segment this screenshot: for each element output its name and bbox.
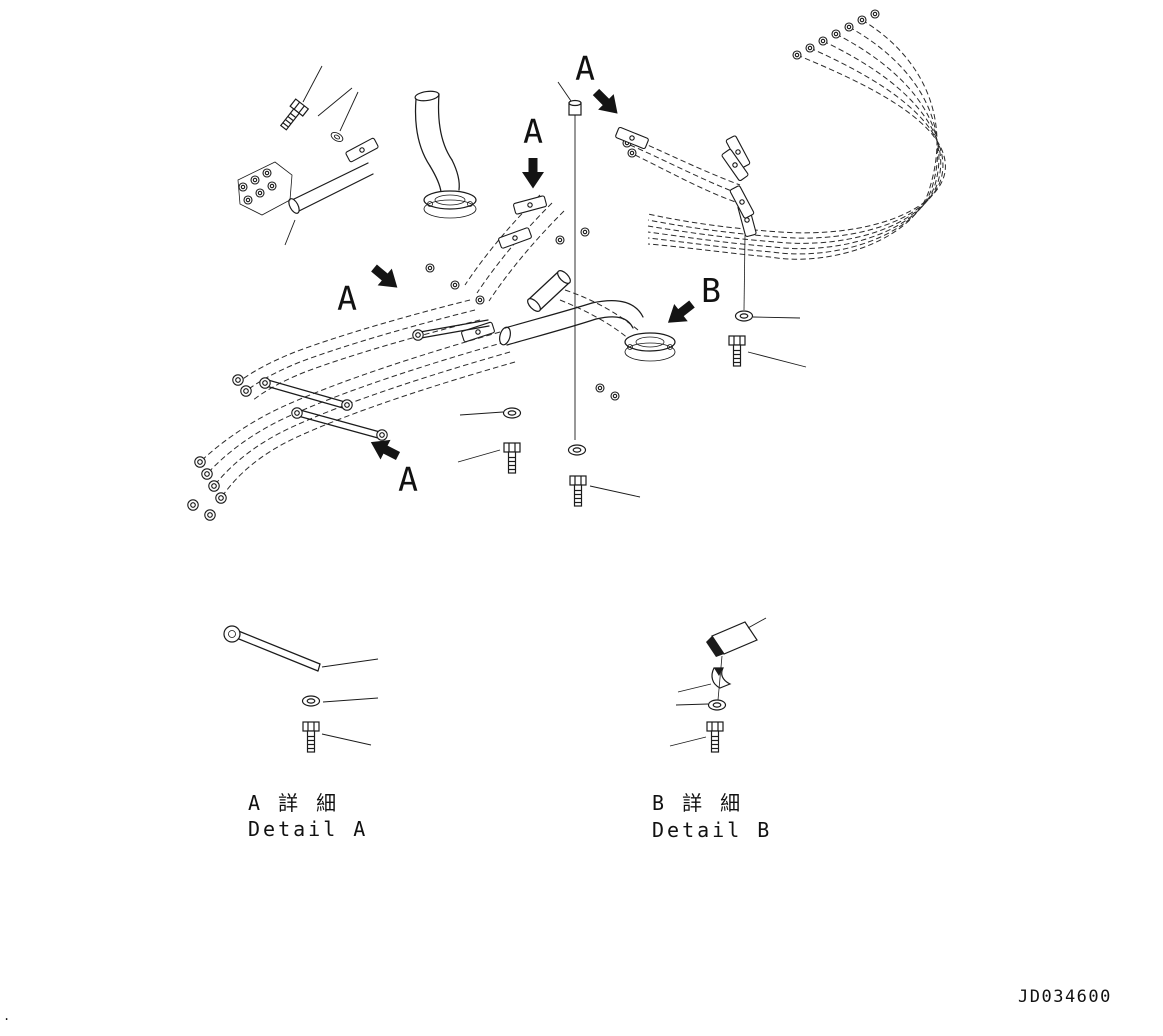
hose-fitting <box>805 43 815 53</box>
manifold-port <box>255 188 265 198</box>
detail-a-view <box>223 625 379 753</box>
hose-eye-fitting <box>201 468 213 480</box>
washer <box>502 407 522 419</box>
location-arrow-b <box>661 295 699 332</box>
manifold-port <box>267 181 277 191</box>
hose-eye-fitting <box>194 456 206 468</box>
hose-fitting <box>627 148 637 158</box>
hose-branch-top-center <box>614 126 745 206</box>
callout-a-upper-middle: A <box>523 112 543 151</box>
detail-b-washer <box>707 699 727 711</box>
detail-a-title-en: Detail A <box>248 817 368 841</box>
location-arrow-a-left <box>366 259 405 297</box>
detail-b-view <box>669 617 767 753</box>
pipe-clamp <box>512 194 548 216</box>
manifold-port <box>262 168 272 178</box>
hose-eye-fitting <box>208 480 220 492</box>
strap-eyelet <box>376 429 388 441</box>
pipe-fitting <box>555 235 565 245</box>
manifold-port <box>250 175 260 185</box>
location-arrow-a-top <box>588 84 626 122</box>
callouts: A A A A B <box>337 49 721 499</box>
hose-fitting <box>792 50 802 60</box>
detail-a-washer <box>301 695 321 707</box>
callout-a-top: A <box>575 49 595 88</box>
hose-eye-fitting <box>240 385 252 397</box>
manifold-port <box>243 195 253 205</box>
washer <box>329 130 345 144</box>
location-arrow-a-upper-middle <box>522 158 544 189</box>
pipe-fitting <box>595 383 605 393</box>
manifold-port <box>238 182 248 192</box>
hose-fitting <box>831 29 841 39</box>
detail-b-bolt <box>706 721 724 753</box>
bolt <box>728 335 746 367</box>
callout-a-left: A <box>337 279 357 318</box>
detail-a-bolt <box>302 721 320 753</box>
detail-b-title-en: Detail B <box>652 818 772 842</box>
pipe-elbow-top <box>344 90 477 219</box>
detail-a-title-ja: A 詳 細 <box>248 791 339 815</box>
callout-a-bottom: A <box>398 460 418 499</box>
detail-b-title-ja: B 詳 細 <box>652 791 743 815</box>
hose-eye-fitting <box>187 499 199 511</box>
hose-eye-fitting <box>215 492 227 504</box>
fasteners-and-leaders <box>276 65 807 507</box>
hose-eye-fitting <box>204 509 216 521</box>
pipe-elbow-center <box>499 270 676 362</box>
strap-eyelet <box>259 377 271 389</box>
pipe-clamp <box>460 321 496 343</box>
pipe-fitting <box>450 280 460 290</box>
hose-fitting <box>857 15 867 25</box>
washer <box>567 444 587 456</box>
hose-fitting <box>870 9 880 19</box>
corner-mark: . <box>3 1009 10 1023</box>
pipe-fitting <box>425 263 435 273</box>
pipe-left-manifold <box>237 161 374 216</box>
pipe-clamp <box>497 226 533 250</box>
pipe-fitting <box>475 295 485 305</box>
washer <box>734 310 754 322</box>
hose-bundle-top-right <box>647 9 946 311</box>
clamp-strap-in-situ <box>259 319 490 441</box>
pipe-fitting <box>610 391 620 401</box>
hose-eye-fitting <box>232 374 244 386</box>
bolt <box>569 475 587 507</box>
pipe-fitting <box>580 227 590 237</box>
pipe-clamp <box>344 137 380 163</box>
hose-fitting <box>844 22 854 32</box>
bushing-top <box>568 99 582 116</box>
hose-fitting <box>818 36 828 46</box>
clamp-plate <box>729 184 755 220</box>
bolt <box>503 442 521 474</box>
drawing-number: JD034600 <box>1018 987 1112 1007</box>
strap-eyelet <box>412 329 424 341</box>
callout-b: B <box>701 271 721 310</box>
strap-eyelet <box>341 399 353 411</box>
strap-eyelet <box>291 407 303 419</box>
hose-run-center <box>425 194 639 401</box>
bolt <box>276 98 309 134</box>
